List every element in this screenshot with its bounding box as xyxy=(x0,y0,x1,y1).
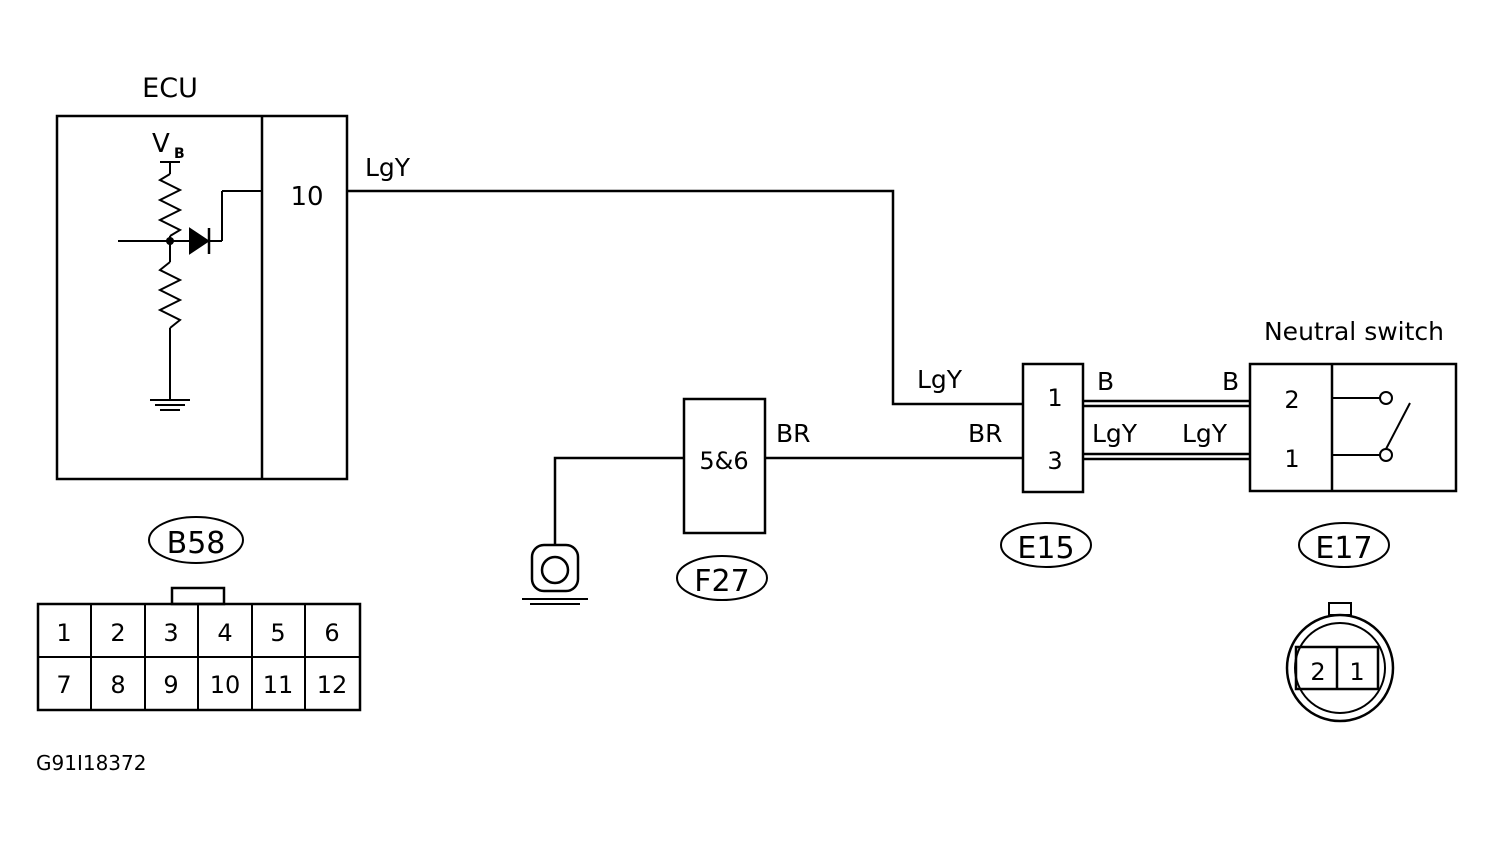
b58-pin: 6 xyxy=(324,619,339,647)
vb-label: V xyxy=(152,129,170,159)
b58-id-oval xyxy=(148,516,244,564)
e15-connector-box xyxy=(1021,362,1085,494)
lower-resistor-icon xyxy=(157,261,183,329)
b58-pin: 12 xyxy=(317,671,348,699)
ecu-box xyxy=(55,114,349,481)
e17-connector-pin-2: 2 xyxy=(1310,658,1325,686)
e17-round-connector: 2 1 xyxy=(1285,602,1395,723)
f27-connector-box xyxy=(682,397,767,535)
b58-pin: 5 xyxy=(270,619,285,647)
wire-label-ecu-lgy: LgY xyxy=(365,153,411,182)
f27-terminal: 5&6 xyxy=(699,447,748,475)
e17-pin-1: 1 xyxy=(1284,445,1299,473)
wire-label-e17-b-in: B xyxy=(1222,367,1239,396)
b58-id-label: B58 xyxy=(167,526,226,561)
figure-code: G91I18372 xyxy=(36,751,146,775)
b58-pin: 8 xyxy=(110,671,125,699)
b58-pin-labels: 1 2 3 4 5 6 7 8 9 10 11 12 xyxy=(56,619,347,699)
e17-id-label: E17 xyxy=(1315,531,1372,566)
chassis-ground-icon xyxy=(522,543,588,605)
wire-ground-to-f27 xyxy=(553,456,684,545)
b58-pin: 9 xyxy=(163,671,178,699)
f27-id-oval xyxy=(676,555,768,601)
wire-label-e15-lgy-out: LgY xyxy=(1092,419,1138,448)
ecu-ground-icon xyxy=(150,399,190,411)
b58-pin: 11 xyxy=(263,671,294,699)
diode-icon xyxy=(189,227,210,255)
e17-pin-2: 2 xyxy=(1284,386,1299,414)
e15-pin-3: 3 xyxy=(1047,447,1062,475)
ecu-terminal-10: 10 xyxy=(290,182,323,212)
wire-label-f27-br: BR xyxy=(776,419,811,448)
e17-connector-pin-1: 1 xyxy=(1349,658,1364,686)
ecu-title: ECU xyxy=(142,73,198,104)
wire-label-e15-b-out: B xyxy=(1097,367,1114,396)
wire-lgy-ecu-to-e15 xyxy=(347,189,1023,406)
neutral-switch-box xyxy=(1248,362,1458,493)
b58-pin: 1 xyxy=(56,619,71,647)
b58-pin: 7 xyxy=(56,671,71,699)
b58-pin: 3 xyxy=(163,619,178,647)
e15-pin-1: 1 xyxy=(1047,384,1062,412)
e15-id-label: E15 xyxy=(1017,531,1074,566)
e15-id-oval xyxy=(1000,522,1092,568)
b58-connector-face xyxy=(36,586,362,712)
b58-pin: 4 xyxy=(217,619,232,647)
vb-subscript: B xyxy=(174,146,185,162)
switch-contacts-icon xyxy=(1332,391,1411,462)
b58-pin: 10 xyxy=(210,671,241,699)
wire-label-e17-lgy-in: LgY xyxy=(1182,419,1228,448)
e17-id-oval xyxy=(1298,522,1390,568)
neutral-switch-title: Neutral switch xyxy=(1264,317,1444,346)
b58-pin: 2 xyxy=(110,619,125,647)
ecu-internal-circuit: V B xyxy=(118,129,262,411)
wire-label-e15-br-in: BR xyxy=(968,419,1003,448)
upper-resistor-icon xyxy=(157,173,183,237)
f27-id-label: F27 xyxy=(694,564,749,599)
wire-label-e15-lgy-in: LgY xyxy=(917,365,963,394)
